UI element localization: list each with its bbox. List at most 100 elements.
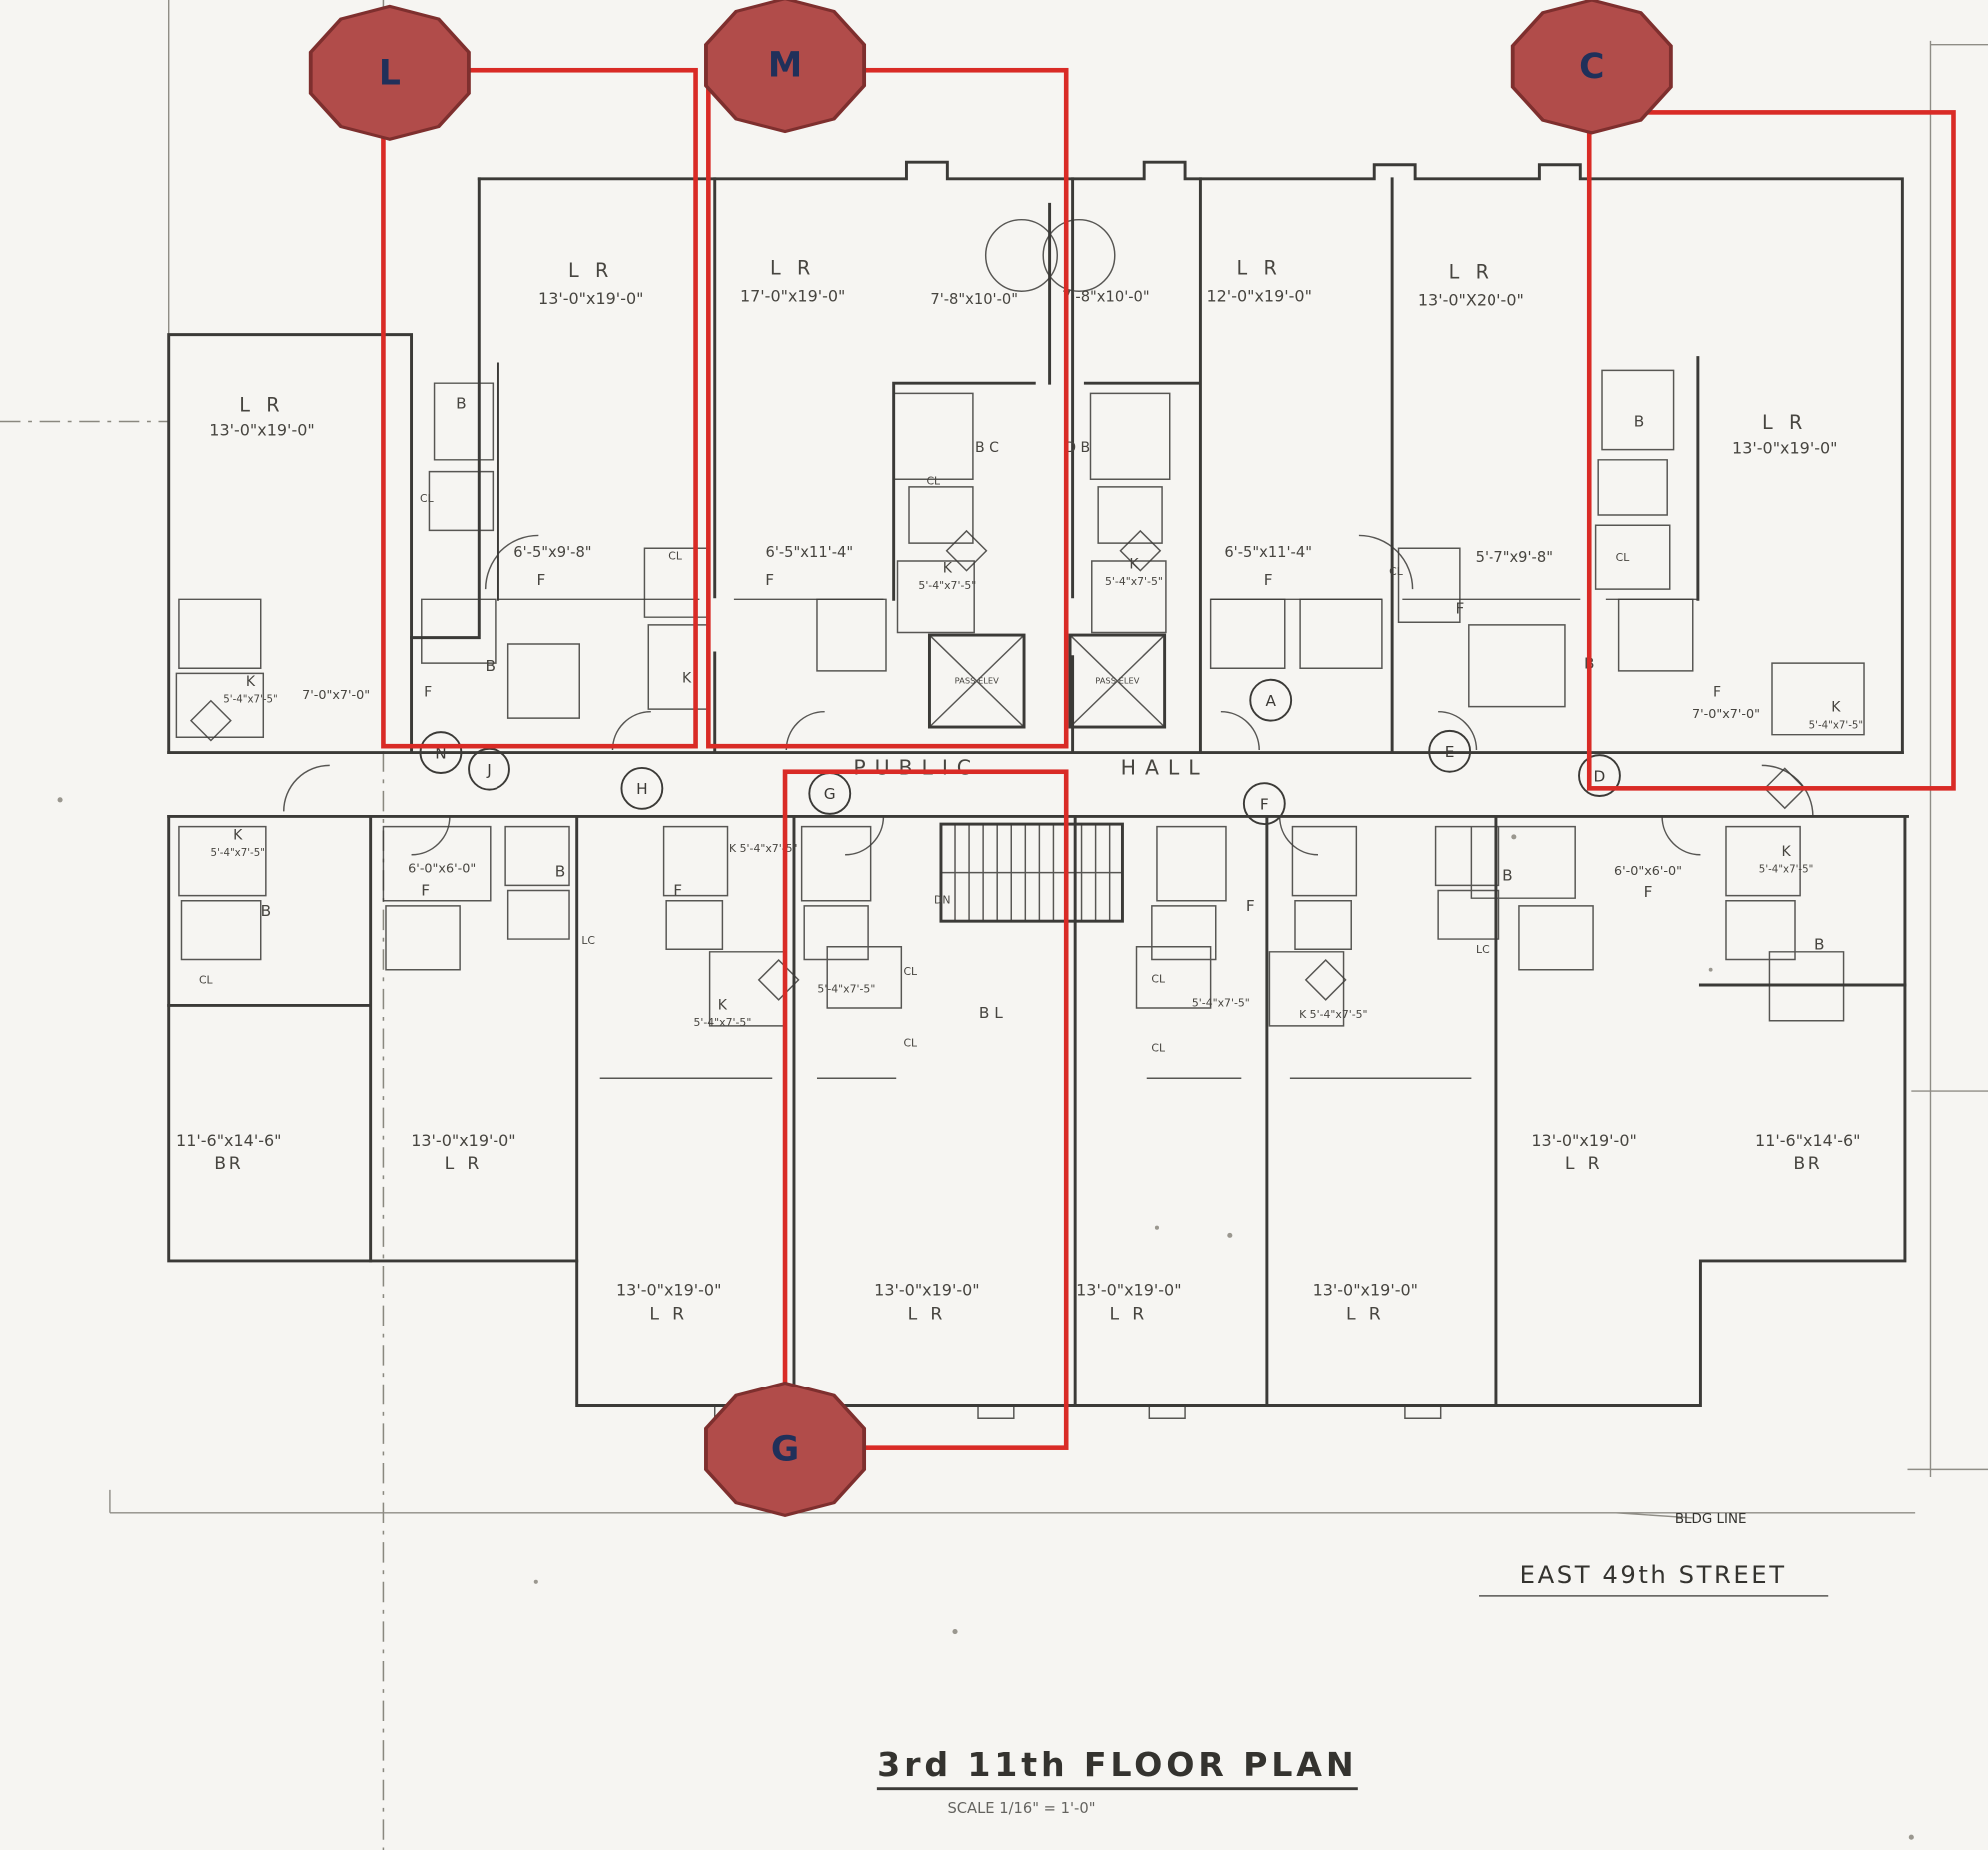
plan-label: 6'-5"x9'-8" [513, 544, 591, 561]
outer-wall-left [167, 177, 481, 755]
plan-label: F [673, 882, 682, 900]
plan-label: 12'-0"x19'-0" [1206, 286, 1311, 305]
plan-label: L R [445, 1154, 484, 1174]
hall-letter-circle [1249, 678, 1293, 722]
plan-label: B [1502, 866, 1513, 884]
plan-label: 13'-0"x19'-0" [209, 421, 314, 440]
plan-label: L R [1449, 260, 1493, 283]
highlight-region [1586, 110, 1956, 791]
plan-title: 3rd 11th FLOOR PLAN [877, 1745, 1357, 1784]
hall-letter: A [1265, 692, 1276, 710]
marker-label: M [768, 46, 802, 86]
stairs [939, 822, 1124, 923]
elevator-x-marks [928, 634, 1166, 728]
marker-g[interactable]: G [704, 1381, 867, 1517]
plan-label: 13'-0"x19'-0" [1732, 438, 1837, 457]
hall-letter-circle [620, 766, 664, 810]
plan-label: 17'-0"x19'-0" [740, 286, 845, 305]
hall-letter-circle [1428, 729, 1472, 773]
plan-label: 6'-5"x11'-4" [1224, 544, 1312, 561]
plan-label: PASS ELEV [955, 676, 999, 686]
marker-octagon[interactable] [704, 0, 867, 134]
plan-label: DN [934, 893, 951, 906]
plan-label: 13'-0"x19'-0" [1076, 1280, 1181, 1299]
marker-octagon[interactable] [704, 1381, 867, 1517]
room-details [175, 218, 1865, 1027]
marker-octagon[interactable] [1510, 0, 1673, 135]
plan-label: B [1814, 935, 1825, 953]
plan-label: 11'-6"x14'-6" [176, 1131, 281, 1150]
plan-label: K 5'-4"x7'-5" [1299, 1008, 1367, 1021]
plan-label: L R [1346, 1305, 1385, 1325]
elevator-shafts [927, 633, 1167, 729]
plan-label: B [456, 395, 467, 413]
plan-label: B [486, 657, 497, 675]
plan-label: L R [770, 257, 815, 280]
plan-label: 6'-0"x6'-0" [408, 862, 476, 877]
plan-label: 5'-4"x7'-5" [817, 983, 875, 996]
plan-label: CL [420, 492, 434, 505]
plan-label: B [1634, 413, 1645, 431]
plan-label: CL [926, 474, 940, 487]
elevator-shaft-left [927, 633, 1026, 729]
plan-label: 13'-0"x19'-0" [1313, 1280, 1418, 1299]
plan-label: CL [1151, 972, 1165, 985]
plan-label: CL [903, 965, 917, 978]
plan-label: LC [581, 934, 595, 947]
annotation-markers: L M C G [308, 0, 1673, 1517]
plan-label: L R [1236, 257, 1281, 280]
marker-m[interactable]: M [704, 0, 867, 134]
plan-label: 5'-4"x7'-5" [1759, 865, 1813, 876]
interior-walls-lower [167, 814, 1907, 1407]
marker-l[interactable]: L [308, 4, 471, 141]
plan-label: K [1781, 844, 1791, 860]
plan-label: 13'-0"x19'-0" [538, 289, 643, 308]
highlight-regions [381, 67, 1956, 1450]
plan-label: 6'-5"x11'-4" [765, 544, 853, 561]
plan-label: CL [1389, 565, 1403, 578]
plan-label: 5'-4"x7'-5" [223, 695, 277, 706]
bldg-line-label: BLDG LINE [1675, 1512, 1747, 1527]
plan-label: 7'-8"x10'-0" [1062, 288, 1150, 305]
plan-label: F [1264, 571, 1273, 589]
interior-partitions [497, 598, 1698, 1080]
plan-labels: L R 13'-0"x19'-0" L R 13'-0"x19'-0" L R 17'-0… [176, 257, 1863, 1325]
plan-label: D B [1065, 440, 1090, 456]
plan-label: L R [568, 259, 613, 282]
plan-label: 13'-0"x19'-0" [411, 1131, 515, 1150]
walls [167, 160, 1909, 1420]
plan-label: F [536, 571, 545, 589]
plan-label: F [424, 684, 432, 700]
plan-label: L R [908, 1305, 947, 1325]
plan-label: F [765, 571, 774, 589]
plan-label: CL [1151, 1041, 1165, 1054]
plan-label: 13'-0"x19'-0" [1531, 1131, 1636, 1150]
marker-octagon[interactable] [308, 4, 471, 141]
stair-treads [940, 824, 1123, 922]
building-baseline [109, 1489, 1916, 1519]
hall-letter: E [1445, 743, 1455, 761]
highlight-region [706, 67, 1069, 749]
plan-label: BR [214, 1154, 243, 1174]
plan-label: CL [668, 550, 682, 563]
hall-letter-circle [1242, 782, 1286, 826]
plan-label: K [718, 997, 728, 1013]
elevator-shaft-right [1068, 633, 1167, 729]
hall-letter: J [486, 761, 492, 779]
outer-wall-top [477, 160, 1904, 755]
hall-letter-circle [468, 747, 510, 791]
hall-letter: H [636, 780, 648, 798]
outer-wall-lower [167, 814, 1907, 1407]
plan-label: K [1831, 700, 1841, 716]
marker-c[interactable]: C [1510, 0, 1673, 135]
plan-label: CL [1616, 551, 1630, 564]
plan-label: L R [1565, 1154, 1604, 1174]
hall-letter-circle [419, 731, 463, 774]
hall-letter: N [435, 744, 446, 762]
plan-label: K [682, 670, 692, 686]
plan-label: 7'-0"x7'-0" [302, 688, 370, 703]
plan-label: PUBLIC [853, 755, 980, 779]
